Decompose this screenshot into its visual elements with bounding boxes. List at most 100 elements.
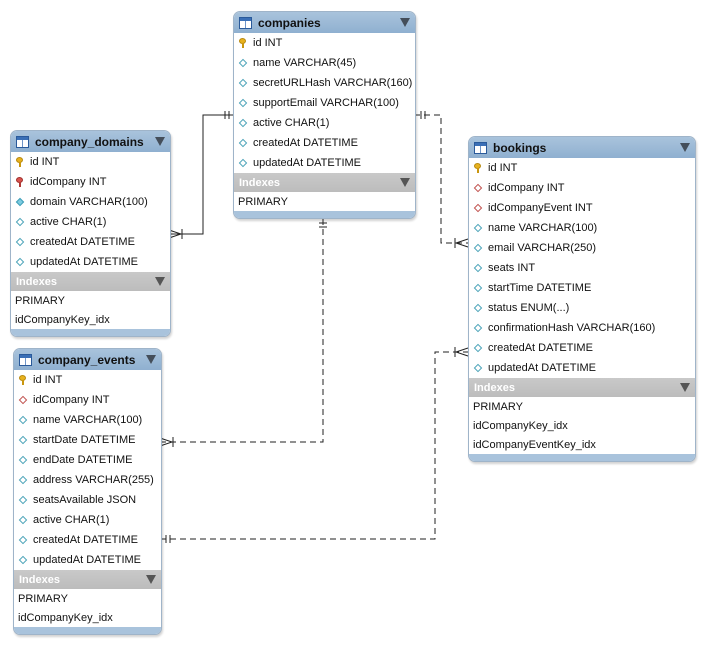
column-row[interactable]: id INT xyxy=(469,158,695,178)
column-row[interactable]: id INT xyxy=(234,33,415,53)
column-row[interactable]: idCompany INT xyxy=(14,390,161,410)
column-list: id INT idCompany INT domain VARCHAR(100) ac… xyxy=(11,152,170,272)
column-row[interactable]: updatedAt DATETIME xyxy=(11,252,170,272)
table-company-domains[interactable]: company_domains id INT idCompany INT domai… xyxy=(10,130,171,337)
column-row[interactable]: status ENUM(...) xyxy=(469,298,695,318)
indexes-header[interactable]: Indexes xyxy=(11,272,170,291)
column-row[interactable]: domain VARCHAR(100) xyxy=(11,192,170,212)
column-row[interactable]: name VARCHAR(100) xyxy=(14,410,161,430)
column-row[interactable]: secretURLHash VARCHAR(160) xyxy=(234,73,415,93)
column-icon xyxy=(238,78,248,88)
column-row[interactable]: name VARCHAR(45) xyxy=(234,53,415,73)
collapse-arrow-icon[interactable] xyxy=(400,18,410,27)
column-row[interactable]: updatedAt DATETIME xyxy=(14,550,161,570)
index-row[interactable]: idCompanyKey_idx xyxy=(15,313,110,326)
column-label: email VARCHAR(250) xyxy=(488,242,596,254)
column-row[interactable]: active CHAR(1) xyxy=(234,113,415,133)
index-row[interactable]: idCompanyKey_idx xyxy=(18,611,113,624)
column-row[interactable]: address VARCHAR(255) xyxy=(14,470,161,490)
index-row[interactable]: PRIMARY xyxy=(238,195,288,208)
column-label: domain VARCHAR(100) xyxy=(30,196,148,208)
column-icon xyxy=(473,223,483,233)
column-row[interactable]: active CHAR(1) xyxy=(11,212,170,232)
column-row[interactable]: createdAt DATETIME xyxy=(11,232,170,252)
table-bookings[interactable]: bookings id INT idCompany INT idCompanyEve… xyxy=(468,136,696,462)
column-icon xyxy=(473,283,483,293)
column-row[interactable]: supportEmail VARCHAR(100) xyxy=(234,93,415,113)
index-row[interactable]: PRIMARY xyxy=(15,294,65,307)
index-row[interactable]: PRIMARY xyxy=(18,592,68,605)
column-row[interactable]: idCompany INT xyxy=(11,172,170,192)
column-icon xyxy=(18,555,28,565)
column-row[interactable]: id INT xyxy=(14,370,161,390)
primary-key-icon xyxy=(15,157,25,167)
collapse-arrow-icon[interactable] xyxy=(146,575,156,584)
collapse-arrow-icon[interactable] xyxy=(155,277,165,286)
indexes-header[interactable]: Indexes xyxy=(469,378,695,397)
table-header[interactable]: company_events xyxy=(14,349,161,370)
collapse-arrow-icon[interactable] xyxy=(146,355,156,364)
table-footer xyxy=(469,454,695,461)
table-companies[interactable]: companies id INT name VARCHAR(45) secretUR… xyxy=(233,11,416,219)
column-row[interactable]: idCompany INT xyxy=(469,178,695,198)
indexes-header[interactable]: Indexes xyxy=(234,173,415,192)
fk-column-icon xyxy=(473,203,483,213)
relationship-companies-bookings xyxy=(414,114,468,244)
column-row[interactable]: startTime DATETIME xyxy=(469,278,695,298)
column-icon xyxy=(15,237,25,247)
collapse-arrow-icon[interactable] xyxy=(680,383,690,392)
column-label: status ENUM(...) xyxy=(488,302,570,314)
one-marker xyxy=(420,111,426,119)
column-row[interactable]: name VARCHAR(100) xyxy=(469,218,695,238)
column-label: updatedAt DATETIME xyxy=(253,157,362,169)
table-icon xyxy=(239,16,252,29)
index-row[interactable]: idCompanyKey_idx xyxy=(473,419,568,432)
column-row[interactable]: seatsAvailable JSON xyxy=(14,490,161,510)
column-row[interactable]: createdAt DATETIME xyxy=(14,530,161,550)
column-row[interactable]: active CHAR(1) xyxy=(14,510,161,530)
column-row[interactable]: email VARCHAR(250) xyxy=(469,238,695,258)
index-row[interactable]: idCompanyEventKey_idx xyxy=(473,438,596,451)
one-marker xyxy=(165,535,171,543)
column-row[interactable]: endDate DATETIME xyxy=(14,450,161,470)
column-label: idCompanyEvent INT xyxy=(488,202,593,214)
index-list: PRIMARY idCompanyKey_idx idCompanyEventKey… xyxy=(469,397,695,454)
column-icon xyxy=(18,535,28,545)
many-marker xyxy=(168,229,183,239)
collapse-arrow-icon[interactable] xyxy=(155,137,165,146)
collapse-arrow-icon[interactable] xyxy=(680,143,690,152)
table-icon xyxy=(16,135,29,148)
table-header[interactable]: companies xyxy=(234,12,415,33)
column-row[interactable]: id INT xyxy=(11,152,170,172)
column-label: id INT xyxy=(33,374,63,386)
column-row[interactable]: createdAt DATETIME xyxy=(469,338,695,358)
indexes-header[interactable]: Indexes xyxy=(14,570,161,589)
column-icon xyxy=(18,475,28,485)
not-null-column-icon xyxy=(15,197,25,207)
column-row[interactable]: startDate DATETIME xyxy=(14,430,161,450)
table-title: company_events xyxy=(38,352,136,367)
column-row[interactable]: updatedAt DATETIME xyxy=(234,153,415,173)
table-header[interactable]: company_domains xyxy=(11,131,170,152)
column-label: name VARCHAR(45) xyxy=(253,57,357,69)
fk-column-icon xyxy=(18,395,28,405)
column-label: createdAt DATETIME xyxy=(253,137,358,149)
table-title: company_domains xyxy=(35,134,144,149)
index-row[interactable]: PRIMARY xyxy=(473,400,523,413)
column-row[interactable]: idCompanyEvent INT xyxy=(469,198,695,218)
column-label: createdAt DATETIME xyxy=(30,236,135,248)
column-row[interactable]: seats INT xyxy=(469,258,695,278)
column-icon xyxy=(238,58,248,68)
column-label: id INT xyxy=(30,156,60,168)
column-label: id INT xyxy=(488,162,518,174)
column-row[interactable]: createdAt DATETIME xyxy=(234,133,415,153)
column-row[interactable]: confirmationHash VARCHAR(160) xyxy=(469,318,695,338)
column-label: id INT xyxy=(253,37,283,49)
column-row[interactable]: updatedAt DATETIME xyxy=(469,358,695,378)
indexes-title: Indexes xyxy=(474,381,515,394)
table-header[interactable]: bookings xyxy=(469,137,695,158)
indexes-title: Indexes xyxy=(239,176,280,189)
collapse-arrow-icon[interactable] xyxy=(400,178,410,187)
